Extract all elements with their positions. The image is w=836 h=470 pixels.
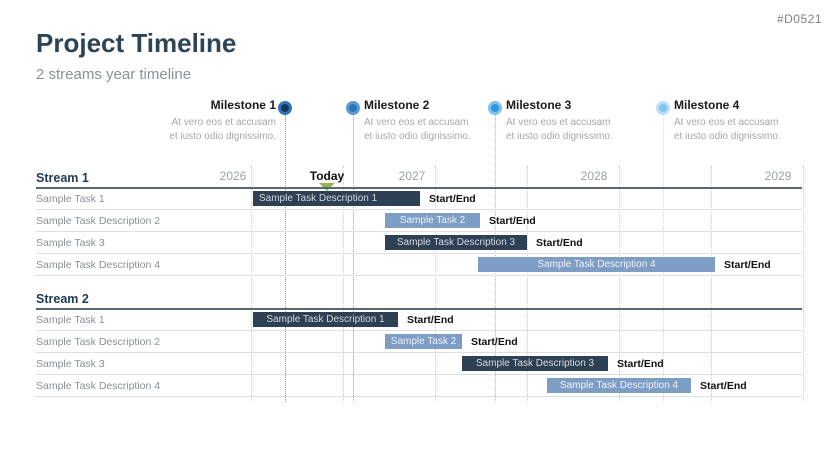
- year-label: 2027: [398, 169, 426, 183]
- milestone-description: At vero eos et accusam: [674, 117, 779, 128]
- gridline: [803, 166, 804, 402]
- start-end-label: Start/End: [724, 259, 771, 271]
- task-row-label: Sample Task 1: [36, 193, 105, 205]
- milestone-title: Milestone 3: [506, 98, 572, 112]
- task-bar-label: Sample Task Description 3: [475, 358, 595, 369]
- start-end-label: Start/End: [700, 380, 747, 392]
- task-row-label: Sample Task Description 4: [36, 259, 161, 271]
- gridline: [343, 166, 344, 402]
- task-bar: Sample Task Description 3: [462, 356, 608, 371]
- milestone-description: At vero eos et accusam: [364, 117, 469, 128]
- task-bar: Sample Task Description 1: [253, 191, 420, 206]
- task-bar: Sample Task 2: [385, 334, 462, 349]
- stream-underline: [36, 187, 802, 189]
- task-row-label: Sample Task 3: [36, 358, 105, 370]
- slide-code: #D0521: [776, 12, 822, 26]
- start-end-label: Start/End: [536, 237, 583, 249]
- milestone-title: Milestone 1: [210, 98, 276, 112]
- start-end-label: Start/End: [617, 358, 664, 370]
- milestone-dot: [656, 101, 670, 115]
- task-bar-label: Sample Task Description 1: [259, 193, 378, 204]
- row-separator: [36, 253, 802, 254]
- row-separator: [36, 209, 802, 210]
- task-bar: Sample Task Description 3: [385, 235, 527, 250]
- gridline: [251, 166, 252, 402]
- year-label: 2026: [219, 169, 247, 183]
- milestone-dot: [488, 101, 502, 115]
- milestone-description: et iusto odio dignissimo.: [674, 130, 781, 142]
- task-bar: Sample Task Description 4: [478, 257, 715, 272]
- milestone-dot: [346, 101, 360, 115]
- milestone-title: Milestone 4: [674, 98, 740, 112]
- task-bar-label: Sample Task 2: [390, 336, 457, 347]
- milestone-description: At vero eos et accusam: [506, 117, 611, 128]
- gridline: [527, 166, 528, 402]
- milestone-line: [353, 114, 354, 402]
- task-bar: Sample Task Description 4: [547, 378, 691, 393]
- task-bar-label: Sample Task 2: [399, 215, 466, 226]
- task-bar-label: Sample Task Description 1: [266, 314, 385, 325]
- gridline: [435, 166, 436, 402]
- task-bar-label: Sample Task Description 4: [559, 380, 679, 391]
- year-label: 2028: [580, 169, 608, 183]
- milestone-description: et iusto odio dignissimo.: [169, 130, 276, 142]
- start-end-label: Start/End: [489, 215, 536, 227]
- milestone-1: Milestone 1 At vero eos et accusam et iust…: [144, 99, 276, 143]
- row-separator: [36, 275, 802, 276]
- task-bar: Sample Task 2: [385, 213, 480, 228]
- task-row-label: Sample Task Description 2: [36, 336, 161, 348]
- task-bar: Sample Task Description 1: [253, 312, 398, 327]
- today-label: Today: [309, 169, 345, 183]
- row-separator: [36, 374, 802, 375]
- row-separator: [36, 352, 802, 353]
- task-row-label: Sample Task Description 2: [36, 215, 161, 227]
- task-row-label: Sample Task Description 4: [36, 380, 161, 392]
- milestone-description: et iusto odio dignissimo.: [364, 130, 471, 142]
- milestone-2: Milestone 2 At vero eos et accusam et iust…: [364, 99, 496, 143]
- milestone-dot: [278, 101, 292, 115]
- task-bar-label: Sample Task Description 4: [537, 259, 656, 270]
- milestone-line: [285, 114, 286, 402]
- gridline: [711, 166, 712, 402]
- row-separator: [36, 396, 802, 397]
- year-label: 2029: [764, 169, 792, 183]
- task-row-label: Sample Task 3: [36, 237, 105, 249]
- page-title: Project Timeline: [36, 28, 237, 58]
- start-end-label: Start/End: [429, 193, 476, 205]
- start-end-label: Start/End: [407, 314, 454, 326]
- milestone-4: Milestone 4 At vero eos et accusam et iust…: [674, 99, 806, 143]
- milestone-title: Milestone 2: [364, 98, 430, 112]
- gridline: [619, 166, 620, 402]
- page-subtitle: 2 streams year timeline: [36, 66, 192, 83]
- task-bar-label: Sample Task Description 3: [396, 237, 516, 248]
- milestone-description: At vero eos et accusam: [171, 117, 277, 128]
- row-separator: [36, 231, 802, 232]
- stream-header: Stream 2: [36, 292, 89, 306]
- milestone-3: Milestone 3 At vero eos et accusam et iust…: [506, 99, 638, 143]
- row-separator: [36, 330, 802, 331]
- task-row-label: Sample Task 1: [36, 314, 105, 326]
- start-end-label: Start/End: [471, 336, 518, 348]
- milestone-description: et iusto odio dignissimo.: [506, 130, 613, 142]
- stream-header: Stream 1: [36, 171, 89, 185]
- stream-underline: [36, 308, 802, 310]
